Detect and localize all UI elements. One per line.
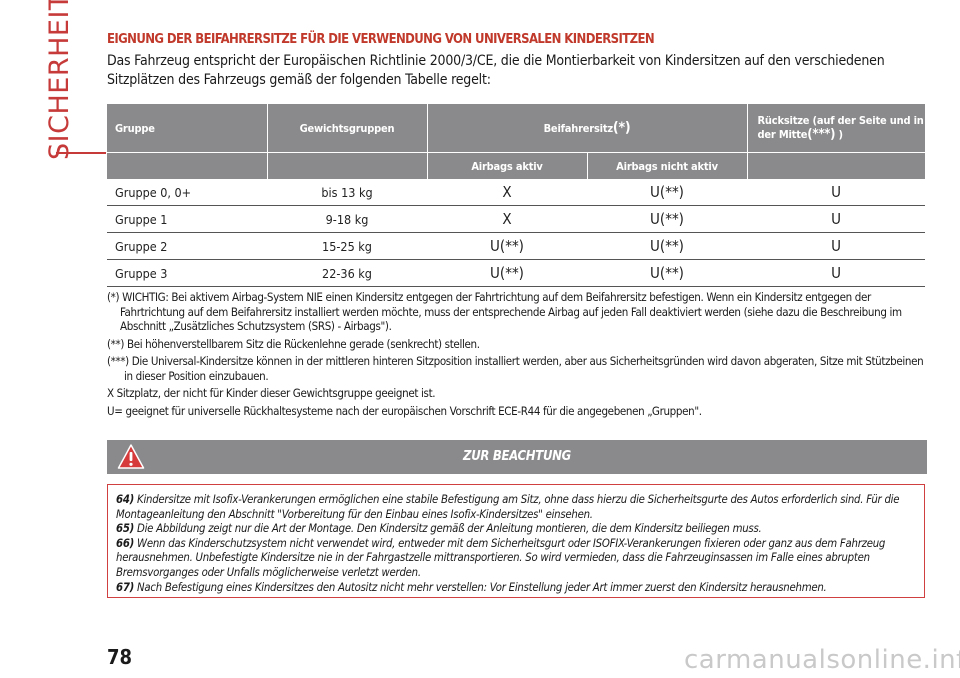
table-row: Gruppe 2 15-25 kg U(**) U(**) U	[107, 232, 926, 260]
table-row: Gruppe 1 9-18 kg X U(**) U	[107, 205, 926, 233]
section-side-label-text: SICHERHEIT	[44, 0, 75, 160]
header-beifahrersitz-mark: (*)	[612, 120, 631, 136]
footnote-2: (**) Bei höhenverstellbarem Sitz die Rüc…	[107, 336, 480, 351]
cell-gewicht: bis 13 kg	[267, 179, 427, 206]
child-seat-table: Gruppe Gewichtsgruppen Beifahrersitz(*) …	[107, 104, 926, 287]
footnotes: (*) WICHTIG: Bei aktivem Airbag-System N…	[107, 290, 927, 421]
cell-gruppe: Gruppe 3	[107, 259, 267, 287]
footnote-3-line-2: in dieser Position einzubauen.	[124, 368, 269, 383]
warning-item-number: 64)	[116, 493, 135, 506]
footnote-u: U= geeignet für universelle Rückhaltesys…	[107, 403, 702, 418]
warning-item-number: 67)	[116, 580, 135, 594]
cell-airbag-aktiv: U(**)	[427, 259, 587, 287]
footnote-1-line-2: Fahrtrichtung auf dem Beifahrersitz inst…	[120, 304, 902, 319]
footnote-1-line-1: (*) WICHTIG: Bei aktivem Airbag-System N…	[107, 290, 871, 304]
footnote-1: (*) WICHTIG: Bei aktivem Airbag-System N…	[107, 290, 927, 334]
page-number: 78	[107, 645, 133, 669]
header-ruecksitze-label: Rücksitze (auf der Seite und in der Mitt…	[757, 114, 924, 141]
subheader-blank-1	[107, 152, 268, 179]
subheader-airbags-aktiv: Airbags aktiv	[427, 152, 588, 179]
warning-item-number: 66)	[116, 536, 135, 550]
header-ruecksitze-end: )	[835, 128, 844, 141]
footnote-3: (***) Die Universal-Kindersitze können i…	[107, 354, 927, 383]
warning-item: 64) Kindersitze mit Isofix-Verankerungen…	[116, 493, 918, 522]
table-row: Gruppe 0, 0+ bis 13 kg X U(**) U	[107, 179, 926, 206]
warning-triangle-icon	[117, 444, 145, 469]
warning-item-text: Nach Befestigung eines Kindersitzes den …	[137, 580, 827, 594]
cell-airbag-nicht-aktiv: U(**)	[587, 205, 748, 233]
cell-gruppe: Gruppe 2	[107, 232, 267, 260]
warning-item-number: 65)	[116, 522, 135, 536]
cell-airbag-nicht-aktiv: U(**)	[587, 232, 748, 260]
table-row: Gruppe 3 22-36 kg U(**) U(**) U	[107, 259, 926, 287]
warning-box: 64) Kindersitze mit Isofix-Verankerungen…	[107, 484, 925, 598]
cell-ruecksitze: U	[747, 205, 926, 233]
cell-gewicht: 15-25 kg	[267, 232, 427, 260]
cell-ruecksitze: U	[747, 232, 926, 260]
warning-item-text: Die Abbildung zeigt nur die Art der Mont…	[137, 522, 762, 536]
warning-item-text: Wenn das Kinderschutzsystem nicht verwen…	[116, 536, 886, 579]
cell-airbag-nicht-aktiv: U(**)	[587, 179, 748, 206]
cell-gewicht: 22-36 kg	[267, 259, 427, 287]
watermark-text: carmanualsonline.info	[684, 645, 960, 675]
header-gewichtsgruppen: Gewichtsgruppen	[267, 104, 428, 153]
header-beifahrersitz-label: Beifahrersitz	[543, 122, 614, 135]
header-beifahrersitz: Beifahrersitz(*)	[427, 104, 748, 153]
header-ruecksitze: Rücksitze (auf der Seite und in der Mitt…	[747, 104, 926, 153]
subheader-blank-3	[747, 152, 926, 179]
cell-airbag-aktiv: U(**)	[427, 232, 587, 260]
header-gruppe: Gruppe	[107, 104, 268, 153]
cell-airbag-nicht-aktiv: U(**)	[587, 259, 748, 287]
subheader-blank-2	[267, 152, 428, 179]
header-ruecksitze-mark: (***)	[807, 127, 836, 142]
warning-title: ZUR BEACHTUNG	[463, 449, 571, 464]
cell-airbag-aktiv: X	[427, 179, 587, 206]
warning-header: ZUR BEACHTUNG	[107, 440, 927, 474]
warning-item: 67) Nach Befestigung eines Kindersitzes …	[116, 581, 918, 596]
section-heading: EIGNUNG DER BEIFAHRERSITZE FÜR DIE VERWE…	[107, 32, 655, 47]
section-side-label: SICHERHEIT	[44, 0, 84, 160]
cell-gruppe: Gruppe 0, 0+	[107, 179, 267, 206]
intro-paragraph: Das Fahrzeug entspricht der Europäischen…	[107, 53, 885, 88]
cell-ruecksitze: U	[747, 259, 926, 287]
footnote-x: X Sitzplatz, der nicht für Kinder dieser…	[107, 386, 436, 400]
cell-airbag-aktiv: X	[427, 205, 587, 233]
warning-item-text: Kindersitze mit Isofix-Verankerungen erm…	[116, 493, 900, 521]
footnote-3-line-1: (***) Die Universal-Kindersitze können i…	[107, 354, 924, 368]
cell-gruppe: Gruppe 1	[107, 205, 267, 233]
cell-gewicht: 9-18 kg	[267, 205, 427, 233]
footnote-1-line-3: Abschnitt „Zusätzliches Schutzsystem (SR…	[120, 319, 392, 333]
subheader-airbags-nicht-aktiv: Airbags nicht aktiv	[587, 152, 748, 179]
section-side-rule	[56, 152, 106, 154]
warning-item: 65) Die Abbildung zeigt nur die Art der …	[116, 522, 918, 537]
cell-ruecksitze: U	[747, 179, 926, 206]
warning-item: 66) Wenn das Kinderschutzsystem nicht ve…	[116, 537, 918, 581]
